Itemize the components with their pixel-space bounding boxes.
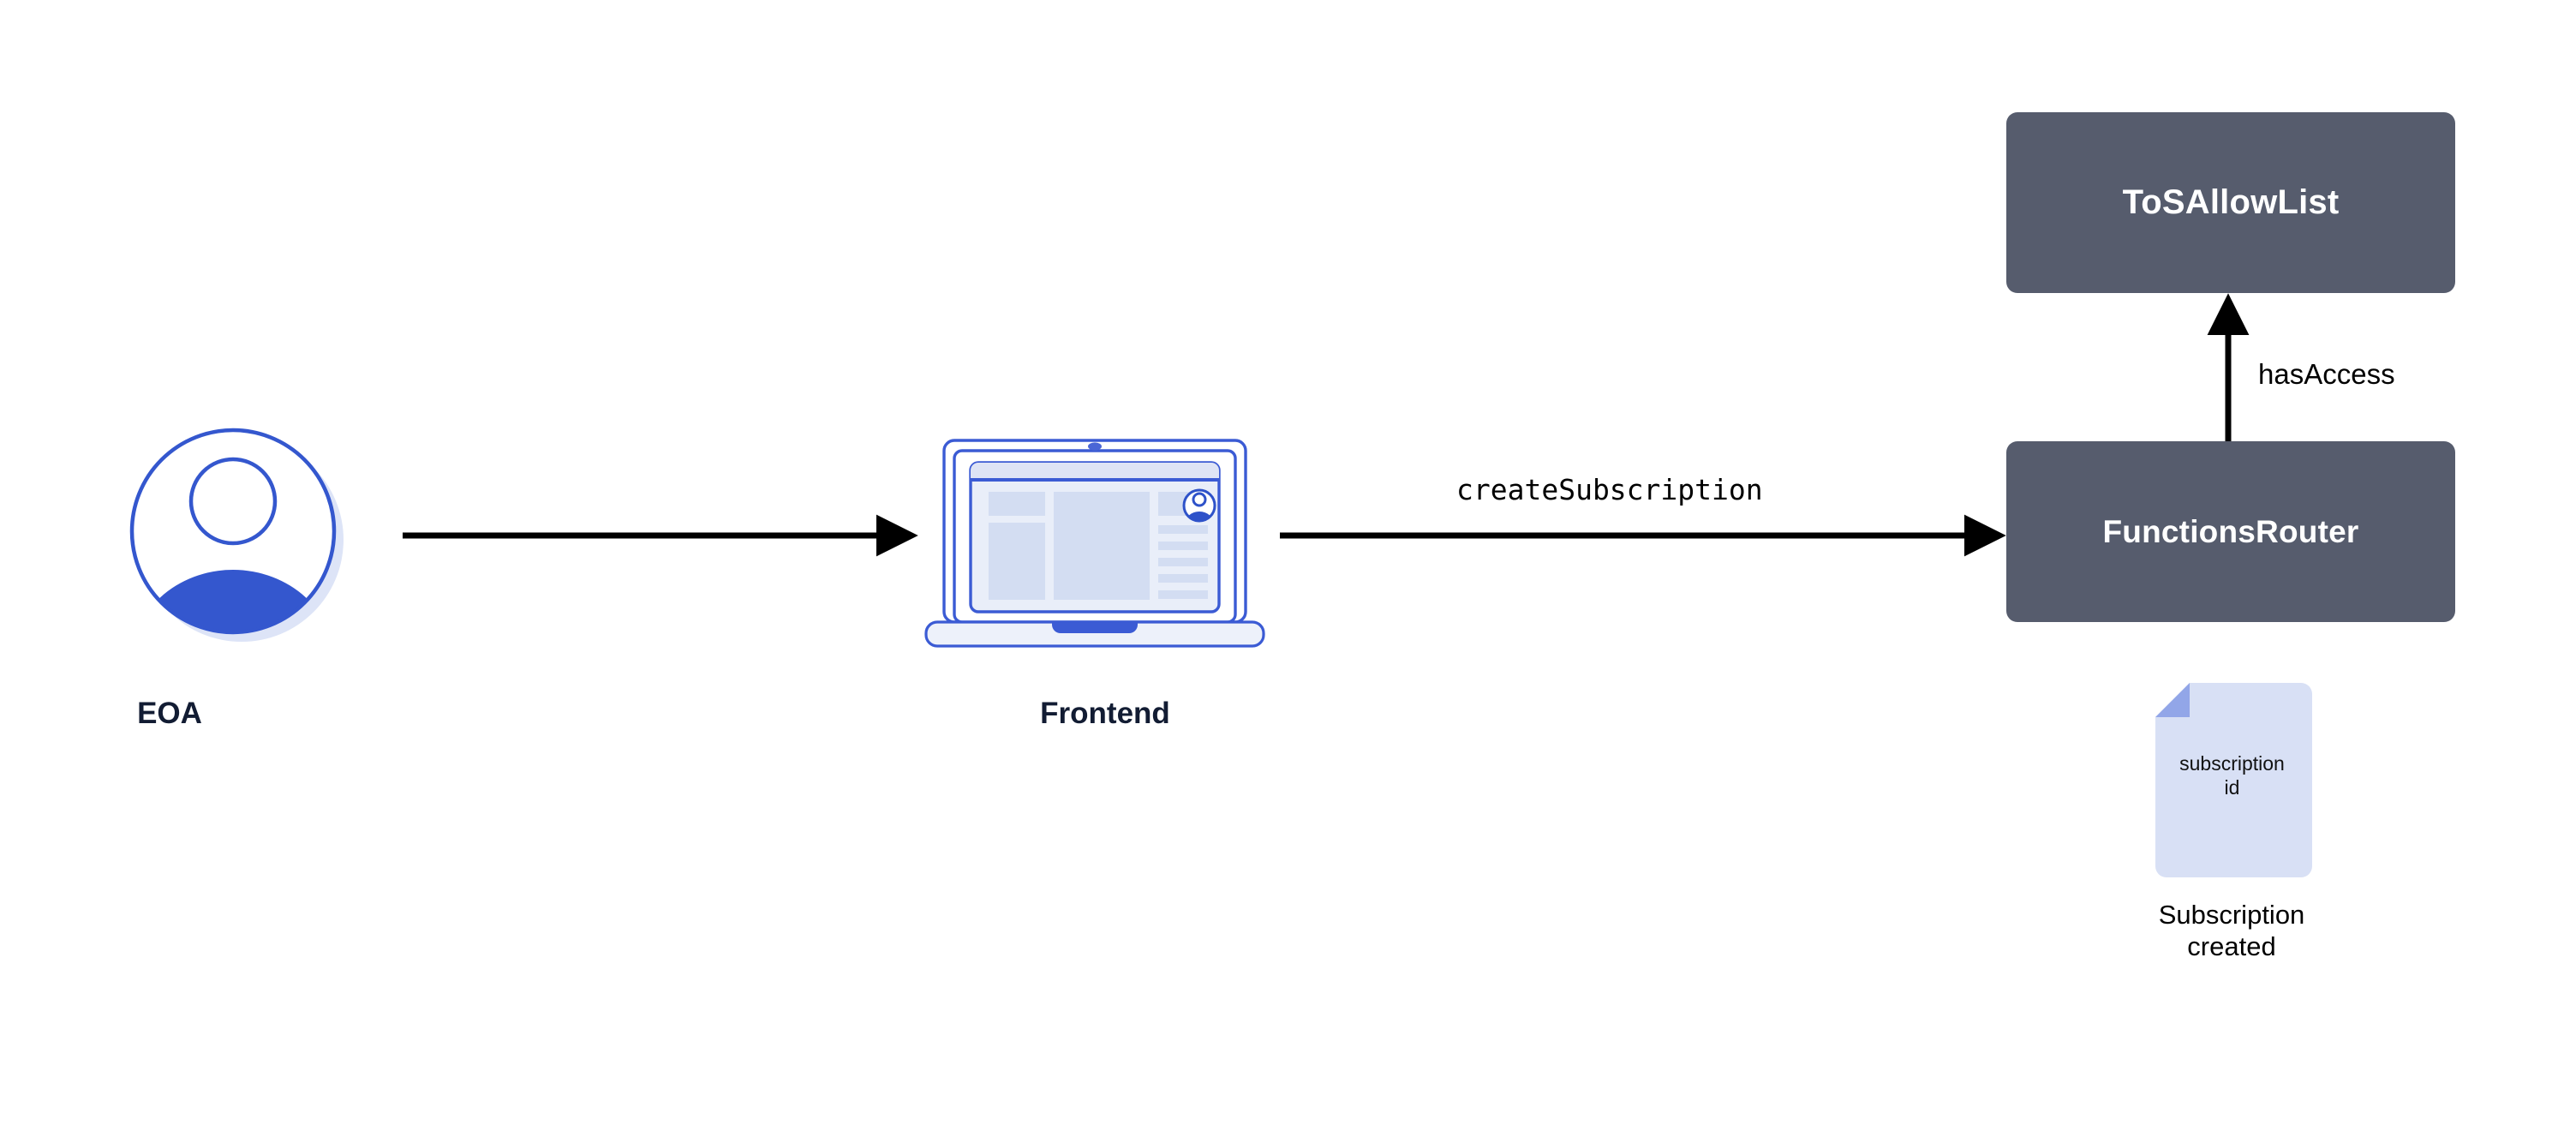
node-functions-router[interactable]: FunctionsRouter: [2006, 441, 2455, 622]
frontend-label: Frontend: [1040, 697, 1170, 730]
subscription-caption-line-2: created: [2187, 931, 2276, 961]
eoa-label: EOA: [137, 697, 202, 730]
frontend-laptop-icon: [923, 428, 1288, 664]
node-tos-allowlist[interactable]: ToSAllowList: [2006, 112, 2455, 293]
edge-label-has-access: hasAccess: [2258, 358, 2395, 390]
subscription-doc-text: subscription id: [2149, 751, 2316, 799]
subscription-doc-line-2: id: [2224, 776, 2240, 799]
screen-avatar-icon: [1182, 488, 1216, 523]
functions-router-label: FunctionsRouter: [2102, 513, 2359, 549]
tos-allowlist-label: ToSAllowList: [2122, 183, 2340, 221]
subscription-created-caption: Subscription created: [2099, 900, 2364, 962]
subscription-caption-line-1: Subscription: [2158, 900, 2305, 930]
edge-label-create-subscription: createSubscription: [1456, 473, 1763, 506]
subscription-document-icon: subscription id: [2149, 681, 2316, 891]
eoa-avatar-icon: [120, 422, 351, 649]
subscription-doc-line-1: subscription: [2179, 752, 2285, 775]
